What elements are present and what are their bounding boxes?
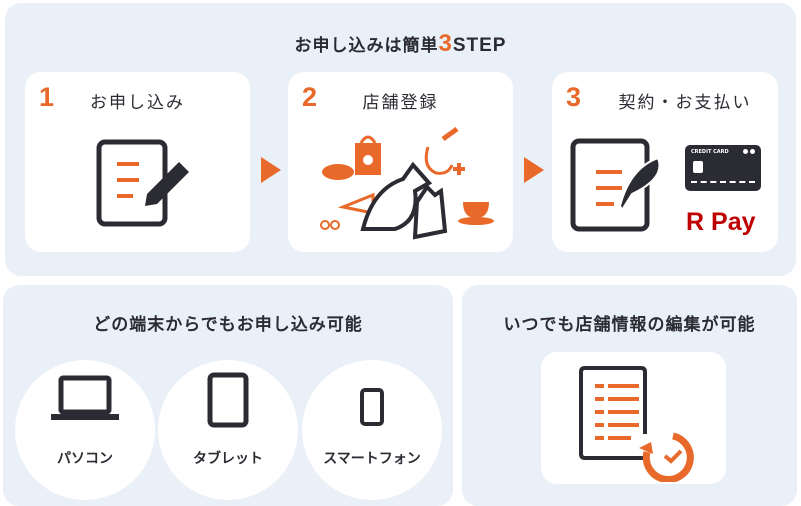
device-smartphone: スマートフォン	[302, 360, 442, 500]
steps-panel: お申し込みは簡単3STEP 1 お申し込み 2 店舗登録 3	[5, 3, 796, 276]
laptop-icon	[51, 375, 119, 420]
step-card-2: 2 店舗登録	[288, 72, 513, 252]
step-card-1: 1 お申し込み	[25, 72, 250, 252]
arrow-icon	[524, 157, 544, 183]
credit-card-icon: CREDIT CARD	[685, 145, 761, 191]
arrow-icon	[261, 157, 281, 183]
edit-card	[541, 352, 726, 484]
step-card-3: 3 契約・お支払い CREDIT CARD R Pay	[552, 72, 778, 252]
device-laptop: パソコン	[15, 360, 155, 500]
document-pen-icon	[96, 139, 189, 227]
edit-title: いつでも店舗情報の編集が可能	[503, 315, 756, 335]
steps-title: お申し込みは簡単3STEP	[294, 30, 507, 57]
edit-panel: いつでも店舗情報の編集が可能	[462, 285, 797, 506]
contract-sign-icon	[570, 138, 661, 232]
pet-services-icon	[320, 127, 494, 240]
smartphone-icon	[360, 388, 384, 426]
device-tablet: タブレット	[158, 360, 298, 500]
devices-panel: どの端末からでもお申し込み可能 パソコン タブレット スマートフォン	[3, 285, 453, 506]
rpay-logo: R Pay	[686, 208, 756, 236]
devices-title: どの端末からでもお申し込み可能	[93, 315, 363, 335]
document-update-icon	[579, 366, 694, 482]
tablet-icon	[207, 372, 249, 428]
